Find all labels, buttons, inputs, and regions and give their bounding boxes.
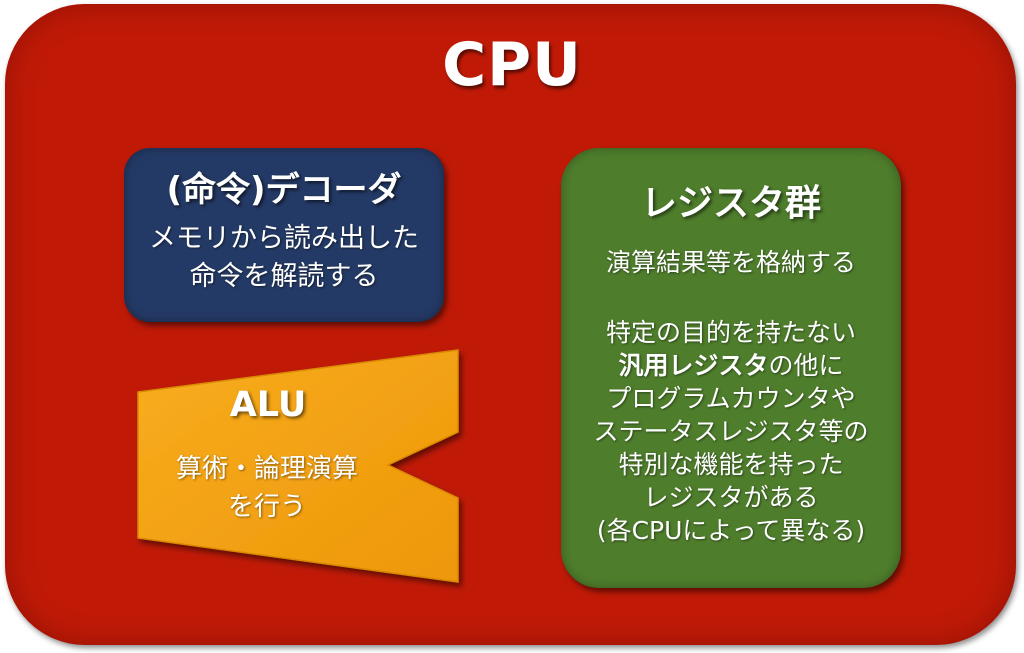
register-title: レジスタ群 (640, 183, 821, 224)
alu-title: ALU (229, 385, 307, 425)
register-line: プログラムカウンタや (606, 384, 856, 413)
register-line: 特定の目的を持たない (605, 318, 856, 347)
register-line: 特別な機能を持った (618, 450, 844, 479)
general-purpose-register-label: 汎用レジスタ (618, 351, 769, 380)
register-line: (各CPUによって異なる) (596, 516, 866, 545)
alu-description-line: を行う (227, 492, 306, 522)
decoder-description-line: メモリから読み出した (149, 223, 419, 254)
alu-description-line: 算術・論理演算 (175, 454, 358, 484)
alu-shape (137, 349, 459, 583)
register-line: レジスタがある (643, 483, 819, 512)
decoder-box: (命令)デコーダ メモリから読み出した 命令を解読する (124, 148, 444, 322)
register-box: レジスタ群 演算結果等を格納する 特定の目的を持たない 汎用レジスタの他に プロ… (561, 148, 901, 588)
decoder-description: メモリから読み出した 命令を解読する (124, 220, 444, 296)
decoder-description-line: 命令を解読する (189, 261, 379, 292)
decoder-title: (命令)デコーダ (166, 170, 402, 210)
register-line: 汎用レジスタの他に (546, 349, 916, 382)
register-description-storage: 演算結果等を格納する (605, 248, 856, 277)
alu-description: 算術・論理演算 を行う (150, 450, 384, 526)
cpu-title: CPU (442, 30, 582, 100)
register-description-details: 特定の目的を持たない 汎用レジスタの他に プログラムカウンタや ステータスレジス… (546, 316, 916, 547)
register-line: ステータスレジスタ等の (593, 417, 869, 446)
register-line-rest: の他に (768, 351, 844, 380)
